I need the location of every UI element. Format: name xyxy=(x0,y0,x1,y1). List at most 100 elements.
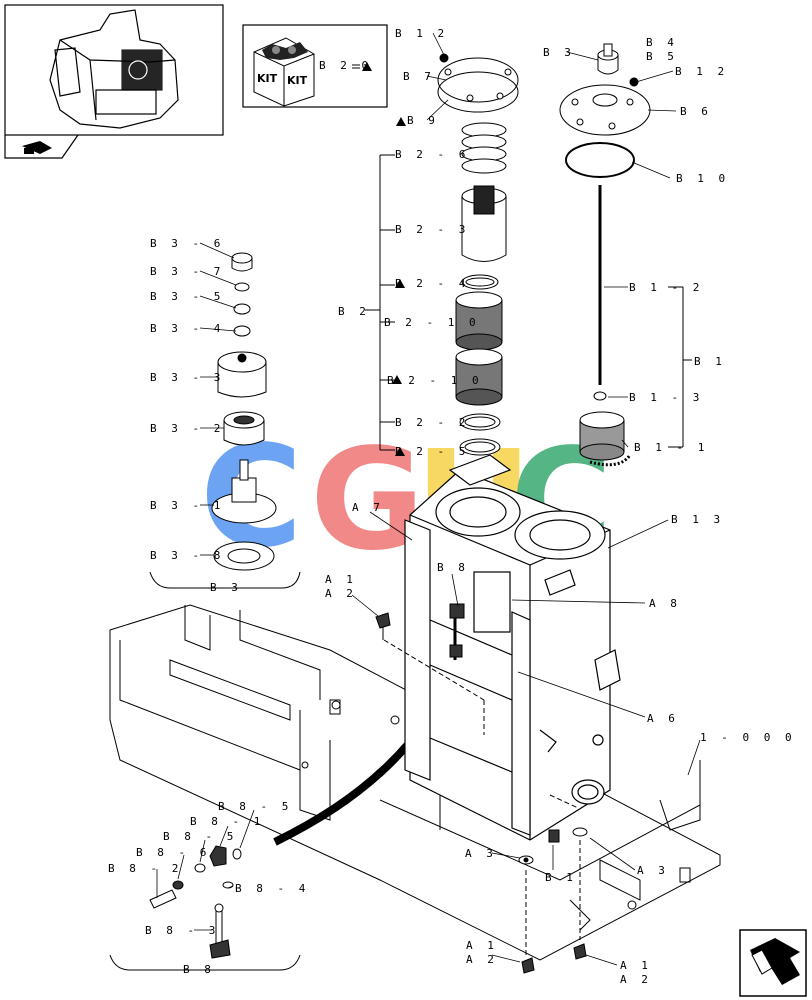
label-b8-6: B 8 - 6 xyxy=(136,846,210,859)
label-b2-4: B 2 - 4 xyxy=(395,277,469,290)
o-ring-b8-5-lower xyxy=(194,863,206,873)
leader-lines xyxy=(156,32,701,966)
label-b8-mounted: B 8 xyxy=(437,561,469,574)
kit-label-right: KIT xyxy=(287,74,308,87)
gasket-b3-8 xyxy=(213,541,275,571)
washer-b3-7 xyxy=(234,282,250,292)
label-a3-left: A 3 xyxy=(465,847,497,860)
label-a6: A 6 xyxy=(647,712,679,725)
label-b3-7: B 3 - 7 xyxy=(150,265,224,278)
filter-element-b2-3 xyxy=(461,185,507,262)
label-a3-right: A 3 xyxy=(637,864,669,877)
label-b2-2: B 2 - 2 xyxy=(395,416,469,429)
label-a1-top: A 1 xyxy=(325,573,357,586)
label-b3-5: B 3 - 5 xyxy=(150,290,224,303)
label-b1-3: B 1 - 3 xyxy=(629,391,703,404)
bracket-b3 xyxy=(149,571,301,589)
label-b3-1: B 3 - 1 xyxy=(150,499,224,512)
label-a8: A 8 xyxy=(649,597,681,610)
housing-b3-3 xyxy=(217,351,267,398)
kit-box: KIT KIT B 2 0 xyxy=(242,24,388,108)
washer-b3-4 xyxy=(233,325,251,337)
label-b5: B 5 xyxy=(646,50,678,63)
cap-b3-6 xyxy=(231,252,253,272)
label-b2-5: B 2 - 5 xyxy=(395,445,469,458)
label-ref-1000: 1 - 0 0 0 xyxy=(700,731,796,744)
o-ring-b8-4 xyxy=(222,881,234,889)
label-b7: B 7 xyxy=(403,70,435,83)
label-b2-3: B 2 - 3 xyxy=(395,223,469,236)
label-a7: A 7 xyxy=(352,501,384,514)
part-labels: B 1 2 B 7 B 9 B 3 B 4 B 5 B 1 2 B 6 B 1 … xyxy=(108,27,796,986)
label-b2-10-lower: B 2 - 1 0 xyxy=(387,374,483,387)
label-a2-bottom-left: A 2 xyxy=(466,953,498,966)
label-b1: B 1 xyxy=(694,355,726,368)
kit-label-left: KIT xyxy=(257,72,278,85)
label-b3-group: B 3 xyxy=(210,581,242,594)
kit-triangle-icon xyxy=(362,62,372,71)
label-b8-2: B 8 - 2 xyxy=(108,862,182,875)
cover-b7 xyxy=(437,53,519,113)
label-b8-1: B 8 - 1 xyxy=(190,815,264,828)
valve-assembly-b3 xyxy=(211,252,277,571)
label-b9: B 9 xyxy=(407,114,439,127)
assembly-lines xyxy=(383,639,581,955)
filter-cartridge-b2-10-upper xyxy=(455,291,503,351)
label-b6: B 6 xyxy=(680,105,712,118)
label-b1-2: B 1 - 2 xyxy=(629,281,703,294)
bolts xyxy=(375,612,588,974)
cover-b6 xyxy=(559,77,651,136)
breather-assembly-b1 xyxy=(559,43,651,467)
label-b8-3: B 8 - 3 xyxy=(145,924,219,937)
label-b2-6: B 2 - 6 xyxy=(395,148,469,161)
label-a1-bottom-left: A 1 xyxy=(466,939,498,952)
filter-cartridge-b2-10-lower xyxy=(455,348,503,406)
o-ring-b10 xyxy=(565,142,635,178)
nut-b3-5 xyxy=(233,303,251,315)
label-b8-group: B 8 xyxy=(183,963,215,976)
navigate-back-icon[interactable] xyxy=(22,141,52,154)
label-a2-top: A 2 xyxy=(325,587,357,600)
label-b8-5-lower: B 8 - 5 xyxy=(163,830,237,843)
label-b2: B 2 xyxy=(338,305,370,318)
gauge-mounted xyxy=(449,603,465,660)
label-b2-10-upper: B 2 - 1 0 xyxy=(384,316,480,329)
label-b3-6: B 3 - 6 xyxy=(150,237,224,250)
filter-assembly-b2 xyxy=(437,53,519,456)
kit-markers xyxy=(392,117,406,456)
kit-cube-icon: KIT KIT xyxy=(253,37,315,107)
machine-thumbnail xyxy=(4,4,224,159)
label-b1-bottom: B 1 xyxy=(545,871,577,884)
label-b10: B 1 0 xyxy=(676,172,729,185)
washer-b8-6 xyxy=(172,880,184,890)
label-b1-1: B 1 - 1 xyxy=(634,441,708,454)
label-a1-bottom-right: A 1 xyxy=(620,959,652,972)
spring-b2-6 xyxy=(461,122,507,174)
label-b13: B 1 3 xyxy=(671,513,724,526)
label-b3-8: B 3 - 8 xyxy=(150,549,224,562)
bushing-b3-2 xyxy=(223,411,265,446)
bracket-b1 xyxy=(668,286,692,448)
label-b3-top: B 3 xyxy=(543,46,575,59)
label-b3-3: B 3 - 3 xyxy=(150,371,224,384)
level-gauge-b8 xyxy=(149,603,465,959)
next-page-arrow-icon[interactable] xyxy=(739,929,807,997)
strainer-b1-1 xyxy=(579,411,625,461)
bolt-b8-2 xyxy=(149,889,177,909)
cap-b3 xyxy=(597,43,619,75)
label-b8-4: B 8 - 4 xyxy=(235,882,309,895)
label-b12-top: B 1 2 xyxy=(395,27,448,40)
valve-body-b3-1 xyxy=(211,459,277,524)
hydraulic-tank xyxy=(404,454,621,841)
label-b8-5-upper: B 8 - 5 xyxy=(218,800,292,813)
bracket-b8 xyxy=(109,954,301,971)
label-b12-right: B 1 2 xyxy=(675,65,728,78)
washer-b1-3 xyxy=(593,391,607,401)
label-a2-bottom-right: A 2 xyxy=(620,973,652,986)
label-b3-2: B 3 - 2 xyxy=(150,422,224,435)
label-b3-4: B 3 - 4 xyxy=(150,322,224,335)
label-b4: B 4 xyxy=(646,36,678,49)
sight-gauge-b8-3 xyxy=(209,939,231,959)
o-ring-b8-5-upper xyxy=(232,848,242,860)
